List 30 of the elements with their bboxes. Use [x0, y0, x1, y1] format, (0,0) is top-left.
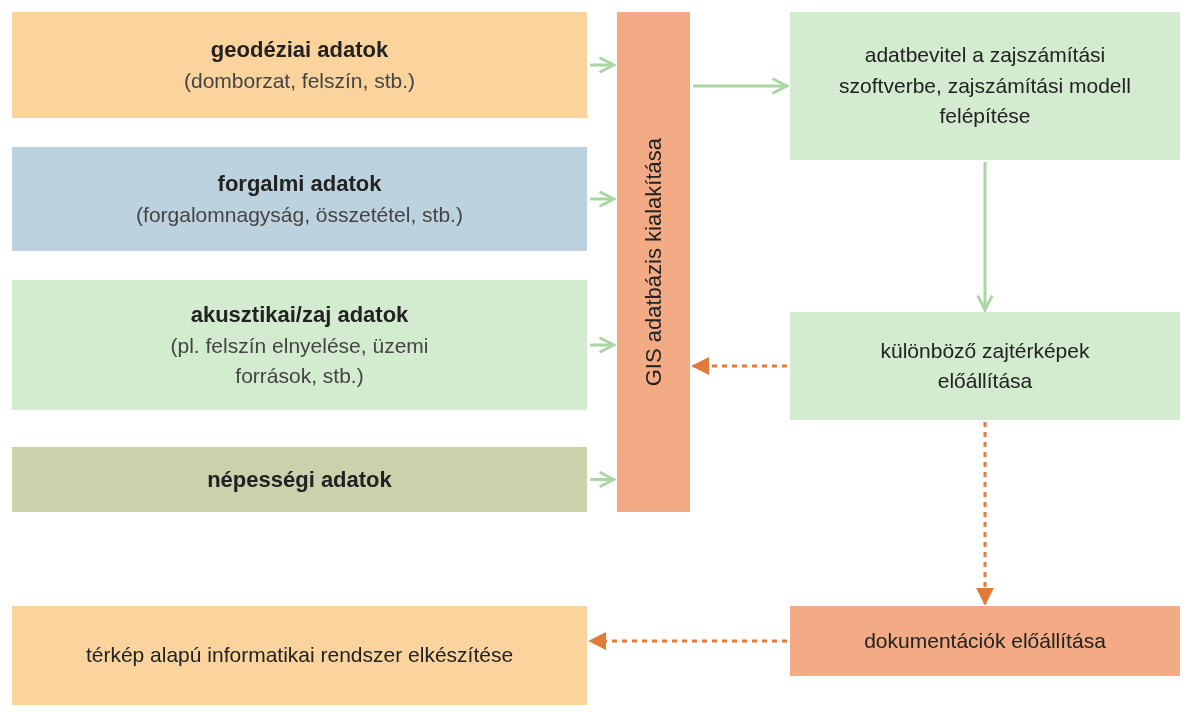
arrow — [588, 632, 787, 650]
box-text: (forgalomnagyság, összetétel, stb.) — [136, 201, 463, 228]
process-box — [12, 447, 587, 512]
arrow — [590, 56, 616, 74]
box-text: népességi adatok — [207, 465, 392, 494]
arrow — [590, 190, 616, 208]
process-box — [12, 280, 587, 410]
arrow — [691, 357, 787, 375]
box-heading: geodéziai adatok — [210, 35, 389, 64]
process-box — [12, 606, 587, 705]
arrow — [590, 470, 616, 489]
vertical-process-bar — [617, 12, 690, 512]
arrow — [976, 162, 994, 312]
box-text: térkép alapú informatikai rendszer elkészítése — [85, 642, 514, 669]
box-text: dokumentációk előállítása — [864, 627, 1106, 654]
box-text: (pl. felszín elnyelése, üzemi források, stb.) — [169, 332, 430, 389]
box-text: GIS adatbázis kialakítása — [640, 137, 667, 387]
arrow — [976, 422, 994, 606]
process-box — [790, 606, 1180, 676]
box-text: (domborzat, felszín, stb.) — [183, 67, 416, 94]
process-box — [12, 147, 587, 251]
box-text: különböző zajtérképek előállítása — [879, 337, 1091, 394]
box-text: adatbevitel a zajszámítási szoftverbe, zajszámítási modell felépítése — [838, 42, 1132, 130]
arrow — [693, 77, 789, 95]
process-box — [12, 12, 587, 118]
arrow — [590, 336, 616, 354]
box-heading: akusztikai/zaj adatok — [190, 300, 409, 329]
process-box — [790, 12, 1180, 160]
box-heading: forgalmi adatok — [217, 169, 382, 198]
process-box — [790, 312, 1180, 420]
